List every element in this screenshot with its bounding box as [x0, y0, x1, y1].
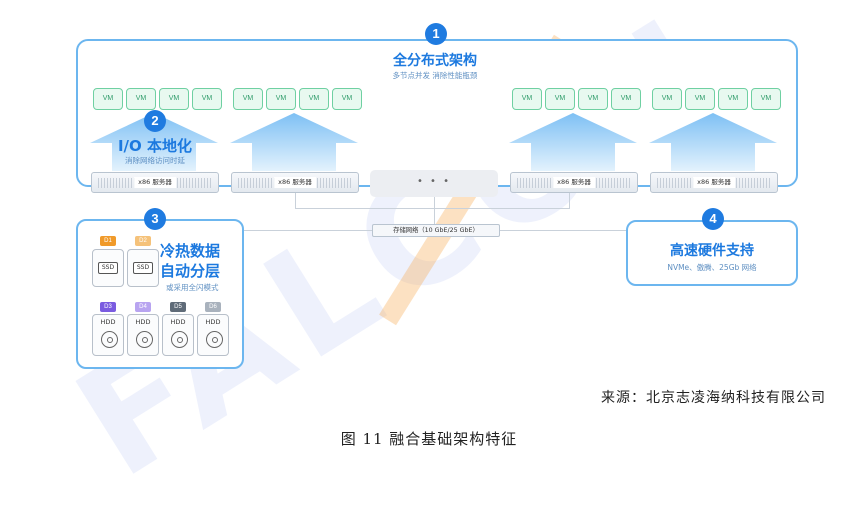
- vm-chip: VM: [685, 88, 715, 110]
- connector-line: [295, 208, 569, 209]
- ssd-disk-icon: SSD: [127, 249, 159, 287]
- vm-chip: VM: [578, 88, 608, 110]
- x86-server-1: x86 服务器: [91, 172, 219, 193]
- connector-line: [569, 193, 570, 209]
- platter-icon: [206, 331, 223, 348]
- vm-chip: VM: [751, 88, 781, 110]
- vm-chip: VM: [611, 88, 641, 110]
- platter-icon: [101, 331, 118, 348]
- x86-server-3: x86 服务器: [510, 172, 638, 193]
- upload-arrow-4: [649, 113, 777, 171]
- vm-chip: VM: [192, 88, 222, 110]
- vm-chip: VM: [233, 88, 263, 110]
- vm-chip: VM: [266, 88, 296, 110]
- storage-network-bar: 存储网络（10 GbE/25 GbE）: [372, 224, 500, 237]
- server-label: x86 服务器: [553, 177, 595, 188]
- ssd-disk-icon: SSD: [92, 249, 124, 287]
- disk-label: SSD: [98, 262, 118, 274]
- tiering-title-line2: 自动分层: [160, 262, 221, 280]
- upload-arrow-1: [90, 113, 218, 171]
- vm-chip: VM: [126, 88, 156, 110]
- disk-label: HDD: [170, 318, 186, 326]
- x86-server-4: x86 服务器: [650, 172, 778, 193]
- server-label: x86 服务器: [134, 177, 176, 188]
- platter-icon: [171, 331, 188, 348]
- badge-2: 2: [144, 110, 166, 132]
- badge-3: 3: [144, 208, 166, 230]
- arch-title: 全分布式架构: [393, 53, 477, 69]
- disk-tag: D4: [135, 302, 151, 312]
- connector-line: [434, 197, 435, 224]
- disk-label: SSD: [133, 262, 153, 274]
- server-label: x86 服务器: [693, 177, 735, 188]
- connector-line: [500, 230, 626, 231]
- disk-tag: D6: [205, 302, 221, 312]
- arch-subtitle: 多节点并发 消除性能瓶颈: [392, 71, 478, 80]
- upload-arrow-3: [509, 113, 637, 171]
- badge-1: 1: [425, 23, 447, 45]
- disk-tag: D5: [170, 302, 186, 312]
- connector-line: [295, 193, 296, 209]
- vm-chip: VM: [718, 88, 748, 110]
- more-servers-placeholder: • • •: [370, 170, 498, 197]
- io-title: I/O 本地化: [117, 137, 193, 155]
- upload-arrow-2: [230, 113, 358, 171]
- tiering-title-line1: 冷热数据: [160, 242, 221, 260]
- hdd-disk-icon: HDD: [127, 314, 159, 356]
- tiering-subtitle: 或采用全闪模式: [166, 283, 219, 292]
- figure-caption: 图 11 融合基础架构特征: [340, 430, 518, 448]
- server-label: x86 服务器: [274, 177, 316, 188]
- connector-line: [244, 230, 372, 231]
- disk-label: HDD: [205, 318, 221, 326]
- platter-icon: [136, 331, 153, 348]
- vm-chip: VM: [332, 88, 362, 110]
- hdd-disk-icon: HDD: [197, 314, 229, 356]
- hdd-disk-icon: HDD: [162, 314, 194, 356]
- x86-server-2: x86 服务器: [231, 172, 359, 193]
- vm-chip: VM: [93, 88, 123, 110]
- disk-tag: D1: [100, 236, 116, 246]
- disk-label: HDD: [135, 318, 151, 326]
- disk-tag: D2: [135, 236, 151, 246]
- vm-chip: VM: [652, 88, 682, 110]
- source-caption: 来源：北京志凌海纳科技有限公司: [601, 390, 826, 406]
- hardware-title: 高速硬件支持: [670, 243, 754, 259]
- vm-chip: VM: [545, 88, 575, 110]
- io-subtitle: 消除网络访问时延: [125, 156, 185, 165]
- vm-chip: VM: [299, 88, 329, 110]
- hdd-disk-icon: HDD: [92, 314, 124, 356]
- disk-label: HDD: [100, 318, 116, 326]
- vm-chip: VM: [512, 88, 542, 110]
- vm-chip: VM: [159, 88, 189, 110]
- disk-tag: D3: [100, 302, 116, 312]
- hardware-subtitle: NVMe、傲腾、25Gb 网络: [667, 263, 757, 272]
- badge-4: 4: [702, 208, 724, 230]
